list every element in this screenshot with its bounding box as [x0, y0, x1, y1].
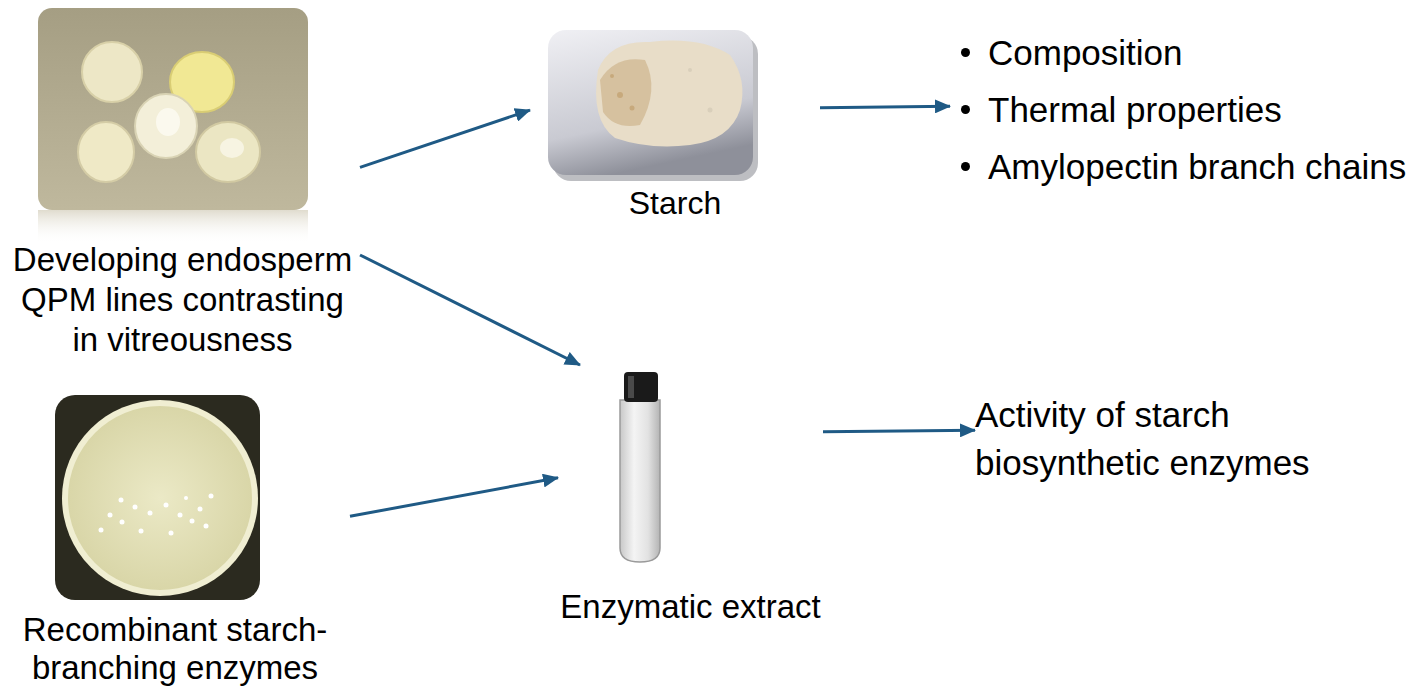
test-tube	[620, 372, 660, 562]
bullet-dot	[961, 48, 970, 57]
flow-arrow	[820, 106, 950, 108]
petri-dish	[55, 395, 260, 600]
caption-node: Developing endosperm QPM lines contrasti…	[5, 5, 360, 360]
caption-node: Recombinant starch-branching enzymes	[0, 388, 350, 687]
bullet-list: CompositionThermal propertiesAmylopectin…	[950, 24, 1412, 195]
kernel-photo	[38, 8, 308, 244]
starch-powder	[548, 30, 758, 181]
node-text: Recombinant starch-branching enzymes	[0, 611, 350, 687]
result-text: Activity of starch biosynthetic enzymes	[975, 391, 1355, 487]
flow-arrow	[823, 430, 975, 432]
caption-node: Starch	[530, 25, 820, 223]
node-text: Developing endosperm QPM lines contrasti…	[5, 240, 360, 360]
node-text: Starch	[530, 183, 820, 223]
node-text: Activity of starch biosynthetic enzymes	[975, 391, 1355, 487]
bullet-dot	[961, 105, 970, 114]
flow-arrow	[350, 478, 558, 517]
node-text: Enzymatic extract	[558, 587, 823, 627]
bullet-dot	[961, 162, 970, 171]
bullet-item: Thermal properties	[950, 81, 1412, 138]
flow-arrow	[360, 110, 530, 167]
flow-arrow	[360, 255, 580, 365]
caption-node: Enzymatic extract	[558, 365, 823, 627]
bullet-item: Amylopectin branch chains	[950, 138, 1412, 195]
bullet-item: Composition	[950, 24, 1412, 81]
